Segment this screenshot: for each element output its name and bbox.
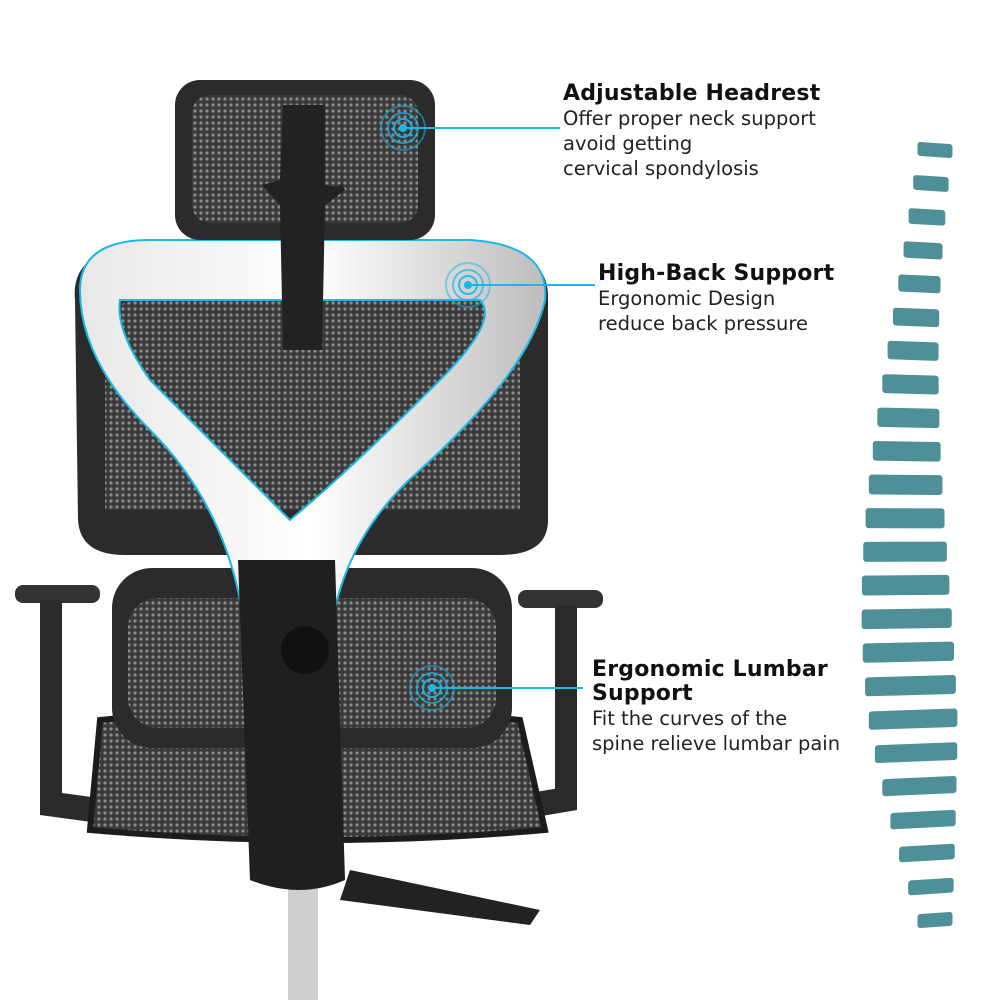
feature-desc-line: avoid getting — [563, 132, 693, 155]
vertebra — [872, 441, 941, 462]
feature-desc-line: Fit the curves of the — [592, 707, 788, 730]
vertebra — [874, 742, 958, 764]
vertebra — [890, 809, 956, 830]
feature-title: Ergonomic Lumbar — [592, 657, 828, 682]
vertebra — [913, 175, 949, 192]
vertebra — [892, 307, 940, 328]
feature-desc-line: Offer proper neck support — [563, 107, 816, 130]
spine-illustration — [861, 141, 958, 929]
vertebra — [908, 208, 946, 226]
vertebra — [861, 608, 952, 630]
vertebra — [898, 274, 941, 294]
vertebra — [903, 241, 943, 260]
high-back-marker — [445, 262, 595, 308]
vertebra — [899, 843, 955, 863]
vertebra — [908, 877, 954, 896]
vertebra — [868, 708, 958, 730]
vertebra — [917, 141, 953, 159]
headrest-marker — [380, 105, 560, 151]
back-column — [238, 560, 345, 890]
vertebra — [882, 374, 939, 395]
vertebra — [887, 340, 939, 361]
feature-title: Support — [592, 681, 693, 706]
feature-title: High-Back Support — [598, 261, 835, 286]
vertebra — [868, 474, 943, 496]
tilt-knob — [281, 626, 329, 674]
headrest-bracket — [262, 105, 345, 350]
vertebra — [882, 775, 957, 797]
feature-headrest: Adjustable Headrest Offer proper neck su… — [563, 82, 820, 181]
feature-title: Adjustable Headrest — [563, 81, 821, 106]
vertebra — [861, 574, 950, 596]
chair-base — [288, 870, 540, 1000]
vertebra — [863, 541, 947, 562]
feature-desc-line: Ergonomic Design — [598, 287, 776, 310]
feature-lumbar: Ergonomic Lumbar Support Fit the curves … — [592, 658, 840, 756]
vertebra — [865, 675, 956, 697]
vertebra — [917, 911, 953, 929]
vertebra — [862, 641, 954, 663]
feature-desc-line: spine relieve lumbar pain — [592, 732, 841, 755]
lumbar-marker — [409, 665, 583, 711]
feature-desc-line: reduce back pressure — [598, 312, 809, 335]
vertebra — [865, 508, 945, 529]
feature-desc-line: cervical spondylosis — [563, 157, 759, 180]
feature-high-back: High-Back Support Ergonomic Design reduc… — [598, 262, 834, 336]
vertebra — [877, 407, 940, 429]
